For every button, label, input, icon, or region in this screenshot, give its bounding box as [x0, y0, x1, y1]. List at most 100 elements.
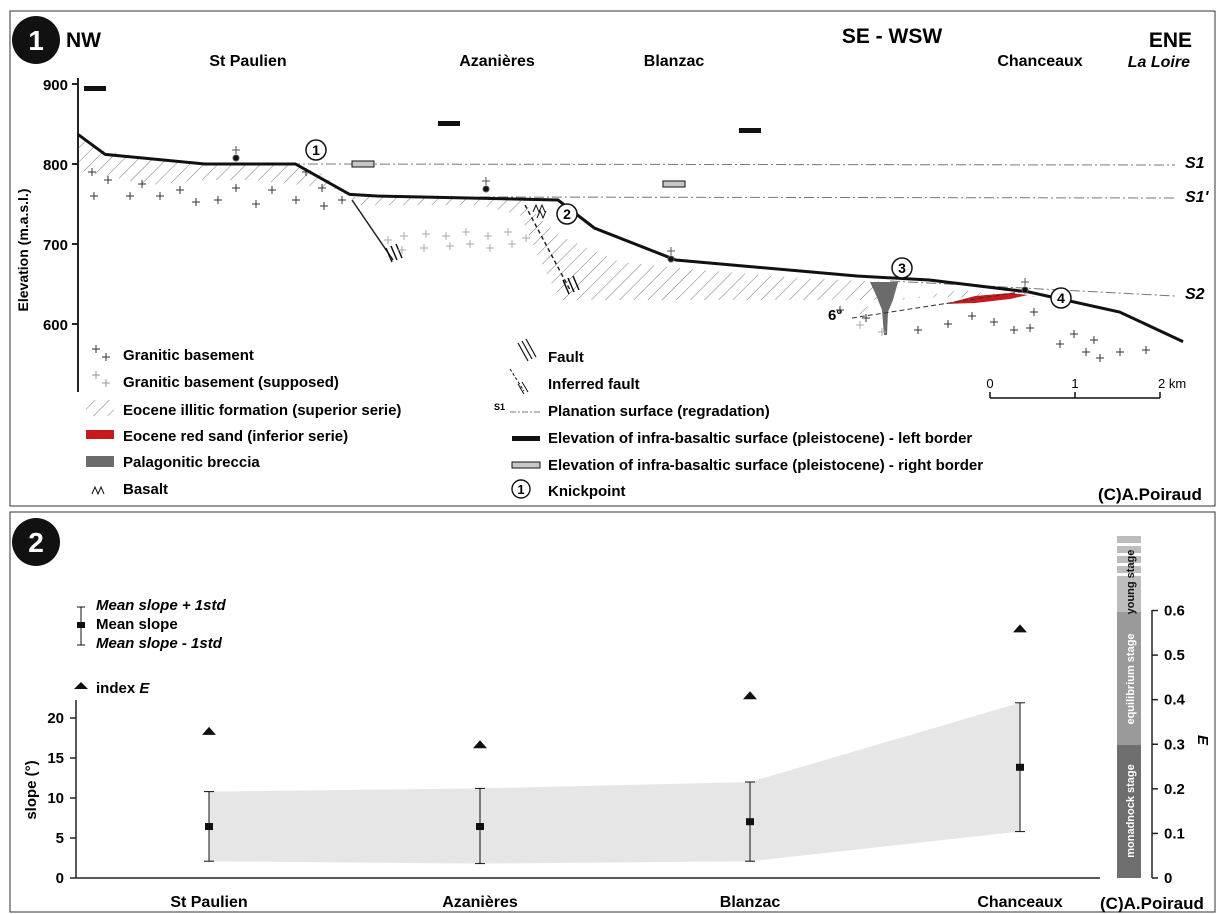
- svg-text:Eocene illitic formation (supe: Eocene illitic formation (superior serie…: [123, 402, 401, 419]
- svg-text:Mean slope - 1std: Mean slope - 1std: [96, 635, 223, 652]
- legend-fault-icon: [517, 338, 537, 362]
- svg-text:1: 1: [312, 142, 320, 158]
- p2-xtick-label: St Paulien: [170, 894, 247, 911]
- fault-1-arrows: [385, 243, 403, 263]
- eocene-red-sand: [945, 293, 1028, 304]
- granitic-supposed-cross: [422, 230, 430, 238]
- p2-y2tick-label: 0.2: [1164, 781, 1185, 798]
- granitic-cross: [1010, 326, 1018, 334]
- svg-text:3: 3: [898, 260, 906, 276]
- place-blanzac: Blanzac: [644, 53, 705, 70]
- granitic-cross: [1030, 308, 1038, 316]
- legend-granitic: [92, 345, 110, 361]
- svg-text:Knickpoint: Knickpoint: [548, 483, 626, 500]
- scale-bar: 0 1 2 km: [986, 376, 1186, 399]
- direction-ene: ENE: [1149, 29, 1192, 52]
- granitic-cross: [268, 186, 276, 194]
- fault-2-arrows: [562, 275, 580, 295]
- granitic-cross: [1116, 348, 1124, 356]
- granitic-cross: [104, 176, 112, 184]
- panel1-y-axis: 900 800 700 600 Elevation (m.a.s.l.): [15, 77, 79, 392]
- legend-breccia-swatch: [86, 456, 114, 467]
- direction-nw: NW: [66, 29, 101, 52]
- p2-ytick-label: 5: [56, 830, 64, 847]
- svg-text:1: 1: [1071, 376, 1078, 391]
- granitic-cross: [320, 202, 328, 210]
- legend-left: Granitic basement Granitic basement (sup…: [86, 345, 401, 498]
- p2-y2tick-label: 0.1: [1164, 825, 1185, 842]
- granitic-cross: [944, 320, 952, 328]
- granitic-supposed-cross: [446, 242, 454, 250]
- index-e-point: [1013, 624, 1027, 633]
- palagonitic-breccia: [870, 282, 898, 335]
- inferred-fault-2: [524, 204, 571, 291]
- legend-right: Fault Inferred fault S1 Planation surfac…: [494, 338, 983, 500]
- panel1-credit: (C)A.Poiraud: [1098, 485, 1202, 504]
- angle-label: 6°: [828, 307, 842, 324]
- legend-eocene-illitic-swatch: [86, 400, 114, 416]
- svg-text:Planation surface (regradation: Planation surface (regradation): [548, 403, 770, 420]
- svg-text:Palagonitic breccia: Palagonitic breccia: [123, 454, 260, 471]
- p2-y2tick-label: 0.3: [1164, 736, 1185, 753]
- mean-slope-point: [476, 823, 484, 830]
- std-band: [209, 702, 1020, 864]
- panel2-legend: Mean slope + 1std Mean slope Mean slope …: [74, 597, 226, 697]
- granitic-cross: [836, 306, 844, 314]
- granitic-cross: [968, 312, 976, 320]
- knickpoint-4: 4: [1050, 287, 1072, 309]
- p1-ytick-900: 900: [43, 77, 68, 94]
- legend-knickpoint-icon: [511, 479, 531, 499]
- knickpoint-3: 3: [891, 257, 913, 279]
- p2-ytick-label: 0: [56, 870, 64, 887]
- svg-text:4: 4: [1057, 290, 1065, 306]
- p2-xtick-label: Blanzac: [720, 894, 781, 911]
- granitic-supposed-cross: [420, 244, 428, 252]
- place-chanceaux: Chanceaux: [997, 53, 1082, 70]
- stage-equilibrium-label: equilibrium stage: [1125, 633, 1137, 724]
- mean-slope-point: [1016, 763, 1024, 771]
- panel1-badge: 1: [12, 16, 60, 64]
- p2-xtick-label: Chanceaux: [977, 894, 1062, 911]
- granitic-supposed-cross: [508, 240, 516, 248]
- granitic-supposed-cross: [442, 232, 450, 240]
- monadnock-stage-segment: [1117, 745, 1141, 878]
- legend-granitic-supposed: [92, 371, 110, 387]
- p2-y2tick-label: 0.4: [1164, 692, 1186, 709]
- basalt-marks: [532, 203, 547, 220]
- granitic-cross: [1082, 348, 1090, 356]
- index-e-point: [473, 740, 487, 749]
- granitic-supposed-cross: [486, 244, 494, 252]
- granitic-supposed-cross: [398, 246, 406, 254]
- granitic-cross: [338, 196, 346, 204]
- place-st-paulien: St Paulien: [209, 53, 286, 70]
- p1-ytick-600: 600: [43, 317, 68, 334]
- p1-ylabel: Elevation (m.a.s.l.): [15, 189, 31, 312]
- infra-basaltic-right-bars: [351, 160, 686, 188]
- granitic-supposed-cross: [878, 328, 886, 336]
- svg-text:Basalt: Basalt: [123, 481, 168, 498]
- svg-text:index E: index E: [96, 680, 150, 697]
- granitic-cross: [990, 318, 998, 326]
- svg-text:Elevation of infra-basaltic su: Elevation of infra-basaltic surface (ple…: [548, 457, 983, 474]
- granitic-supposed-cross: [466, 240, 474, 248]
- knickpoint-2: 2: [556, 203, 578, 225]
- young-stage-segment: [1117, 576, 1141, 612]
- legend-inferred-fault-icon: [509, 368, 525, 392]
- granitic-cross: [156, 192, 164, 200]
- svg-text:Elevation of infra-basaltic su: Elevation of infra-basaltic surface (ple…: [548, 430, 972, 447]
- panel1-number: 1: [28, 25, 44, 56]
- granitic-cross: [862, 314, 870, 322]
- panel1-frame: [9, 10, 1216, 507]
- surface-s2-label: S2: [1185, 286, 1205, 303]
- mean-slope-point: [746, 818, 754, 826]
- svg-text:1: 1: [517, 482, 524, 497]
- granitic-supposed-cross: [856, 321, 864, 329]
- granitic-cross: [252, 200, 260, 208]
- granitic-cross: [292, 196, 300, 204]
- svg-text:2: 2: [563, 206, 571, 222]
- granitic-cross: [1142, 346, 1150, 354]
- granitic-supposed-cross: [484, 232, 492, 240]
- svg-text:Inferred fault: Inferred fault: [548, 376, 640, 393]
- panel2-badge: 2: [12, 518, 60, 566]
- p2-y2tick-label: 0.6: [1164, 603, 1185, 620]
